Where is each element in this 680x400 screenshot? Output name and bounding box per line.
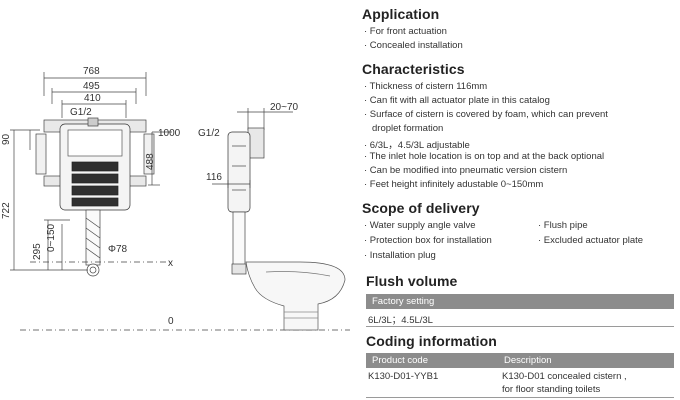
dim-90: 90 xyxy=(1,133,12,145)
characteristics-heading: Characteristics xyxy=(362,61,465,77)
dim-zero: 0 xyxy=(168,316,174,327)
dim-phi78: Φ78 xyxy=(108,244,128,255)
coding-header-bar: Product code Description xyxy=(366,353,674,368)
application-heading: Application xyxy=(362,6,440,22)
coding-code: K130-D01-YYB1 xyxy=(368,371,439,382)
delivery-heading: Scope of delivery xyxy=(362,200,480,216)
dim-722: 722 xyxy=(1,202,12,219)
characteristics-item: · Can fit with all actuator plate in thi… xyxy=(364,95,550,106)
flush-heading: Flush volume xyxy=(366,273,458,289)
dim-488: 488 xyxy=(145,153,156,170)
dim-410: 410 xyxy=(84,93,101,104)
characteristics-item: · Feet height infinitely adustable 0~150… xyxy=(364,179,544,190)
characteristics-item: · Surface of cistern is covered by foam,… xyxy=(364,109,608,120)
delivery-item: · Excluded actuator plate xyxy=(538,235,644,246)
application-item: · Concealed installation xyxy=(364,40,463,51)
dim-g12-side: G1/2 xyxy=(198,128,220,139)
coding-desc-line1: K130-D01 concealed cistern , xyxy=(502,371,627,382)
dim-0-150: 0~150 xyxy=(46,223,57,252)
characteristics-item: droplet formation xyxy=(372,123,444,134)
characteristics-item: · Can be modified into pneumatic version… xyxy=(364,165,568,176)
application-item: · For front actuation xyxy=(364,26,447,37)
coding-desc-line2: for floor standing toilets xyxy=(502,384,601,395)
flush-value: 6L/3L；4.5L/3L xyxy=(368,315,433,326)
flush-header-bar: Factory setting xyxy=(366,294,674,309)
delivery-item: · Flush pipe xyxy=(538,220,588,231)
flush-header-label: Factory setting xyxy=(372,296,435,307)
dim-20-70: 20~70 xyxy=(270,102,299,113)
coding-heading: Coding information xyxy=(366,333,497,349)
dim-116: 116 xyxy=(206,172,222,183)
delivery-item: · Water supply angle valve xyxy=(364,220,476,231)
delivery-item: · Protection box for installation xyxy=(364,235,492,246)
characteristics-item: · The inlet hole location is on top and … xyxy=(364,151,605,162)
dim-x: x xyxy=(168,258,173,269)
flush-divider xyxy=(366,326,674,327)
coding-divider xyxy=(366,397,674,398)
dim-295: 295 xyxy=(32,243,43,260)
technical-drawing: 768 495 410 G1/2 90 1000 488 722 295 0~1… xyxy=(1,66,350,331)
characteristics-item: · 6/3L，4.5/3L adjustable xyxy=(364,140,470,151)
dim-1000: 1000 xyxy=(158,128,181,139)
characteristics-item: · Thickness of cistern 116mm xyxy=(364,81,488,92)
dim-768: 768 xyxy=(83,66,100,77)
spec-panel: Application · For front actuation · Conc… xyxy=(362,0,678,400)
dim-g12-front: G1/2 xyxy=(70,107,92,118)
coding-header-code: Product code xyxy=(372,355,428,366)
delivery-item: · Installation plug xyxy=(364,250,436,261)
coding-header-desc: Description xyxy=(504,355,552,366)
dim-495: 495 xyxy=(83,81,100,92)
